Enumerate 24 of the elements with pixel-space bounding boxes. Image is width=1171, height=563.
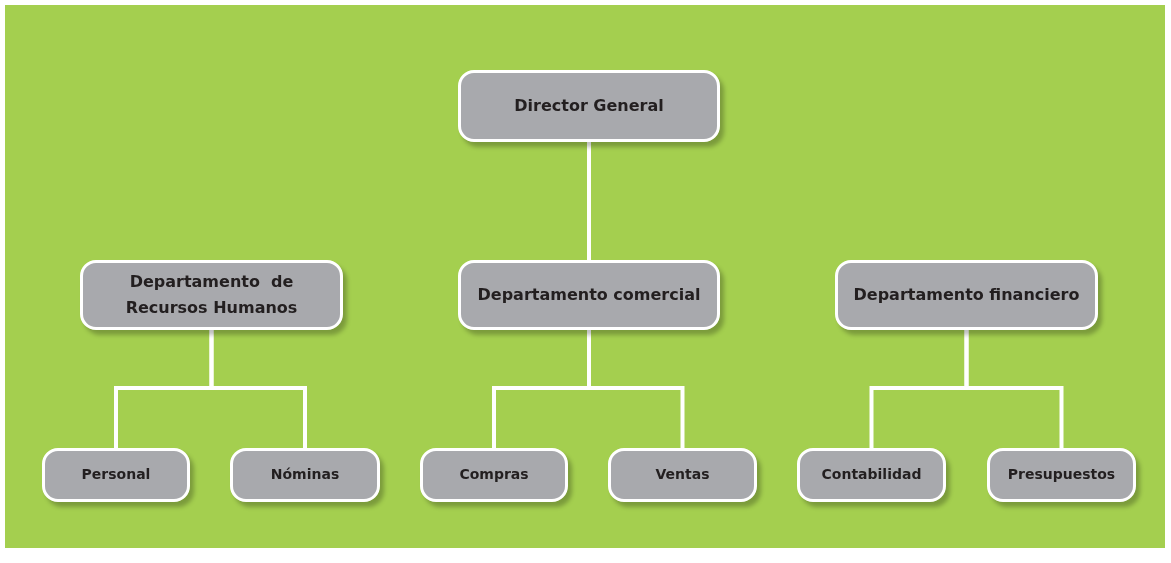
org-box	[420, 448, 568, 502]
box-label: Director General	[514, 94, 664, 117]
org-box	[987, 448, 1136, 502]
box-label: Presupuestos	[1007, 465, 1116, 485]
org-box	[797, 448, 946, 502]
box-label: Nóminas	[270, 465, 340, 485]
org-box	[42, 448, 190, 502]
box-label: Compras	[459, 465, 529, 485]
org-box	[230, 448, 380, 502]
box-label: Departamento de Recursos Humanos	[124, 270, 299, 319]
connector-line	[964, 330, 1064, 448]
connector-line	[587, 142, 591, 260]
org-box	[80, 260, 343, 330]
org-box	[835, 260, 1098, 330]
org-box	[458, 260, 720, 330]
org-box	[458, 70, 720, 142]
box-label: Contabilidad	[821, 465, 922, 485]
box-label: Ventas	[655, 465, 710, 485]
box-label: Departamento financiero	[853, 283, 1080, 306]
box-label: Departamento comercial	[477, 283, 701, 306]
org-box	[608, 448, 757, 502]
connector-line	[587, 330, 685, 448]
connector-line	[209, 330, 307, 448]
box-label: Personal	[81, 465, 151, 485]
